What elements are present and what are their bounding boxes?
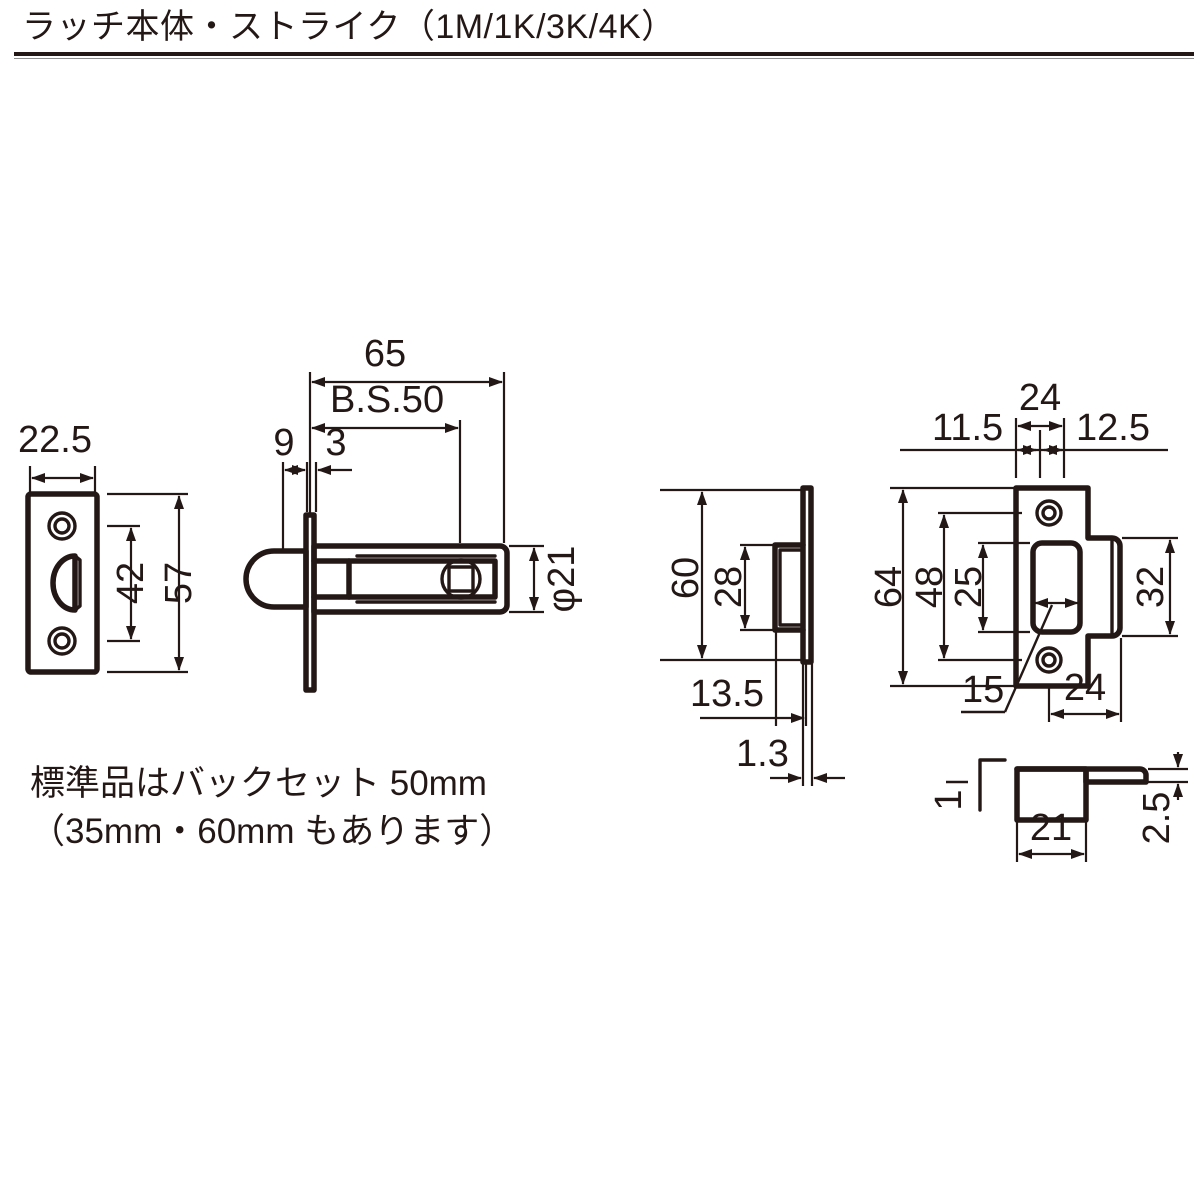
strike-opening	[1030, 540, 1083, 635]
dim-latch-backset: B.S.50	[311, 379, 462, 543]
strike-side-plate	[800, 485, 814, 665]
dim-strike-offsets: 11.5 12.5	[900, 407, 1168, 478]
dim-label-25: 25	[948, 566, 990, 608]
strike-screw-bottom	[1035, 646, 1063, 674]
dim-label-42: 42	[110, 562, 152, 604]
dim-strike-profile-edge: 2.5	[1136, 752, 1188, 844]
note-line-1: 標準品はバックセット 50mm	[30, 764, 487, 803]
dim-strike-plate-thickness: 1.3	[736, 664, 845, 786]
faceplate-outline	[25, 491, 100, 675]
strike-screw-top	[1035, 499, 1063, 527]
strike-plate-outline	[1013, 485, 1123, 689]
dim-label-12-5: 12.5	[1076, 407, 1150, 449]
dim-label-1-3: 1.3	[736, 733, 789, 775]
dim-label-15: 15	[962, 669, 1004, 711]
dim-strike-tab-width: 24	[1014, 377, 1066, 478]
dim-label-28: 28	[708, 566, 750, 608]
dim-strike-screw-spacing: 48	[909, 511, 1022, 662]
strike-profile-lip	[1014, 766, 1149, 785]
faceplate-screw-top	[47, 511, 77, 541]
latch-bolt-shape	[50, 553, 82, 613]
dim-strike-opening-width: 15	[961, 598, 1079, 714]
dim-label-13-5: 13.5	[690, 673, 764, 715]
dim-label-24-bottom: 24	[1064, 667, 1106, 709]
strike-profile-reference-corner	[978, 758, 1007, 812]
dim-latch-case-diameter: φ21	[509, 544, 583, 614]
dim-strike-overall-height: 64	[868, 486, 1014, 688]
view-strike-profile: 1 21 2.5	[928, 752, 1188, 862]
faceplate-screw-bottom	[47, 626, 77, 656]
title-divider	[14, 52, 1194, 56]
dim-label-60: 60	[665, 557, 707, 599]
latch-spindle-hole	[440, 558, 482, 600]
latch-side-bolt	[243, 548, 309, 610]
dim-strike-tab-height: 32	[1122, 536, 1178, 638]
latch-case-outer	[311, 543, 510, 615]
dim-strike-opening-height: 25	[948, 541, 1030, 634]
dim-strike-plate-width: 24	[1047, 638, 1123, 722]
latch-tube	[311, 558, 352, 600]
view-latch-faceplate: 22.5 42 57	[18, 419, 200, 675]
dim-label-2-5: 2.5	[1136, 792, 1178, 845]
dim-strike-box-depth: 13.5	[690, 630, 808, 726]
dim-label-bs50: B.S.50	[330, 379, 444, 421]
dim-label-64: 64	[868, 566, 910, 608]
latch-side-faceplate	[303, 512, 317, 693]
dim-faceplate-height: 57	[107, 492, 200, 674]
note-line-2: （35mm・60mm もあります）	[30, 812, 515, 851]
title-divider-secondary	[14, 58, 1194, 59]
dim-label-22-5: 22.5	[18, 419, 92, 461]
dim-label-3: 3	[325, 422, 346, 464]
view-latch-side: 65 B.S.50 9 3	[243, 333, 583, 693]
view-strike-front: 24 11.5 12.5 64	[868, 377, 1178, 722]
dim-label-11-5: 11.5	[932, 407, 1003, 449]
dim-label-24-top: 24	[1019, 377, 1061, 419]
dim-faceplate-screw-spacing: 42	[107, 524, 152, 643]
strike-side-box-inner	[778, 548, 805, 627]
dim-label-phi21: φ21	[541, 546, 583, 613]
dim-label-57: 57	[158, 562, 200, 604]
dim-label-21: 21	[1030, 807, 1072, 849]
dim-strike-plate-height: 60	[660, 488, 801, 662]
dim-latch-front-offsets: 9 3	[273, 422, 352, 549]
dim-label-65: 65	[364, 333, 406, 375]
note-block: 標準品はバックセット 50mm （35mm・60mm もあります）	[30, 760, 514, 856]
dim-faceplate-width: 22.5	[18, 419, 97, 492]
dim-label-1: 1	[928, 789, 970, 810]
dim-label-48: 48	[909, 566, 951, 608]
dim-label-9: 9	[273, 422, 294, 464]
page-title: ラッチ本体・ストライク（1M/1K/3K/4K）	[22, 8, 676, 46]
dim-strike-profile-width: 21	[1015, 807, 1088, 862]
dim-strike-box-height: 28	[708, 543, 790, 632]
latch-body-channel	[346, 558, 498, 600]
view-strike-side: 60 28 13.5 1.3	[660, 485, 845, 786]
dim-latch-overall-length: 65	[308, 333, 506, 543]
title-bar: ラッチ本体・ストライク（1M/1K/3K/4K）	[0, 0, 1200, 59]
dim-label-32: 32	[1130, 566, 1172, 608]
